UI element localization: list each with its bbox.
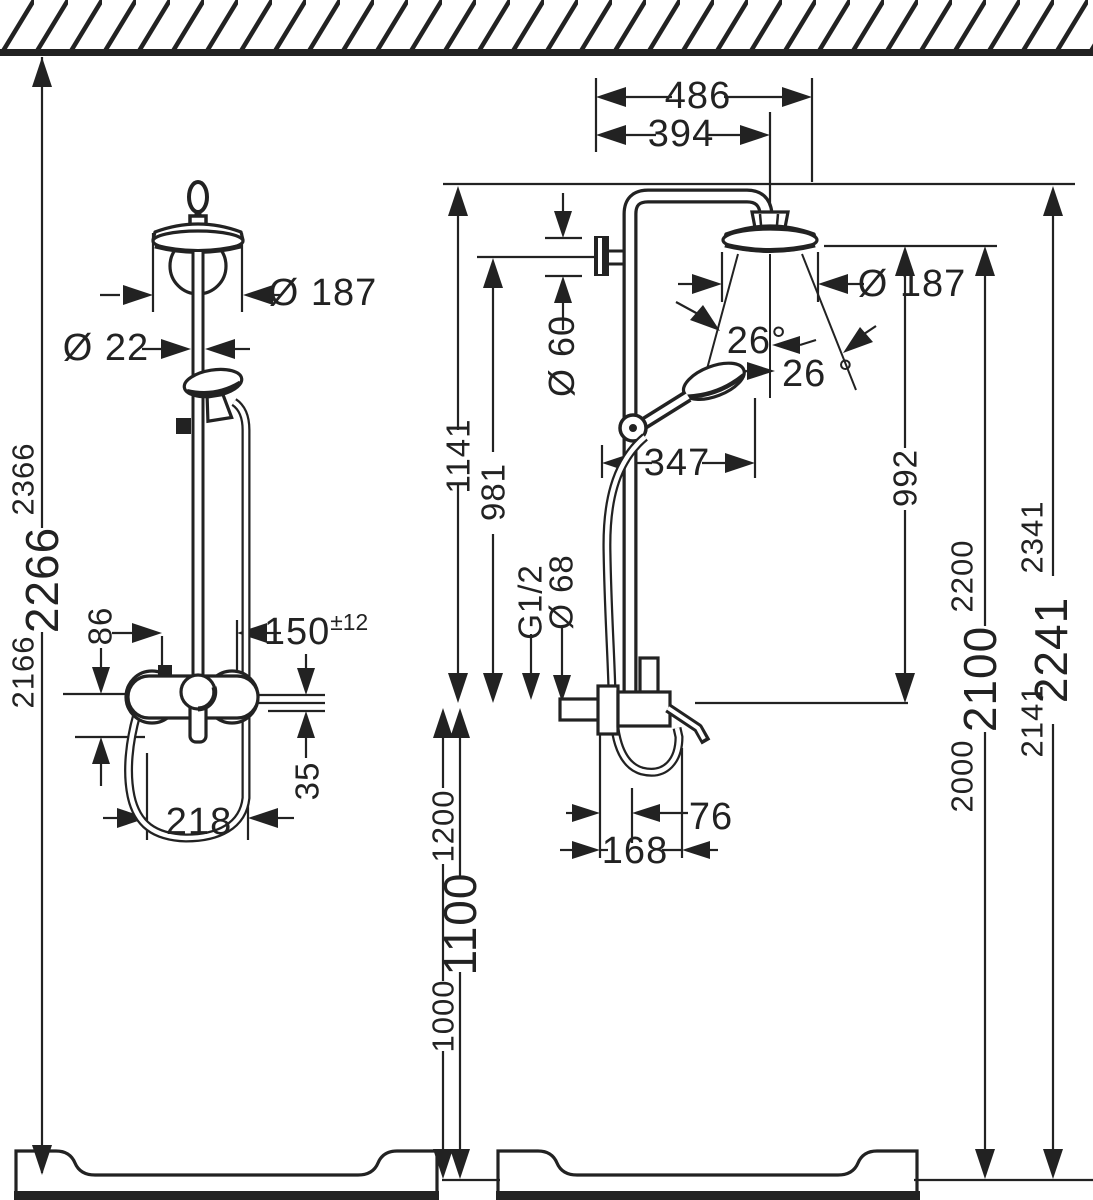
- shower-tray-left: [14, 1149, 439, 1195]
- ceiling-line: [0, 49, 1093, 56]
- rail-clamp-left: [176, 418, 191, 434]
- hand-shower-left: [182, 367, 244, 424]
- shower-valve-left: [124, 665, 260, 744]
- riser-pipe: [622, 188, 776, 697]
- hand-shower-right: [618, 361, 746, 443]
- ceiling-hatch: [0, 0, 1093, 56]
- spray-angle-arrow-left: [690, 305, 720, 331]
- shower-tray-right: [496, 1149, 919, 1195]
- spray-angle-arrow-right: [843, 327, 873, 353]
- left-shower-view: [124, 180, 260, 843]
- shower-trays: [14, 1149, 920, 1200]
- hose-left: [124, 398, 251, 843]
- wall-bracket: [594, 236, 624, 276]
- hose-right: [602, 433, 684, 777]
- shower-valve-right: [558, 656, 711, 745]
- overhead-shower-right: [721, 224, 819, 253]
- right-shower-view: [558, 188, 819, 777]
